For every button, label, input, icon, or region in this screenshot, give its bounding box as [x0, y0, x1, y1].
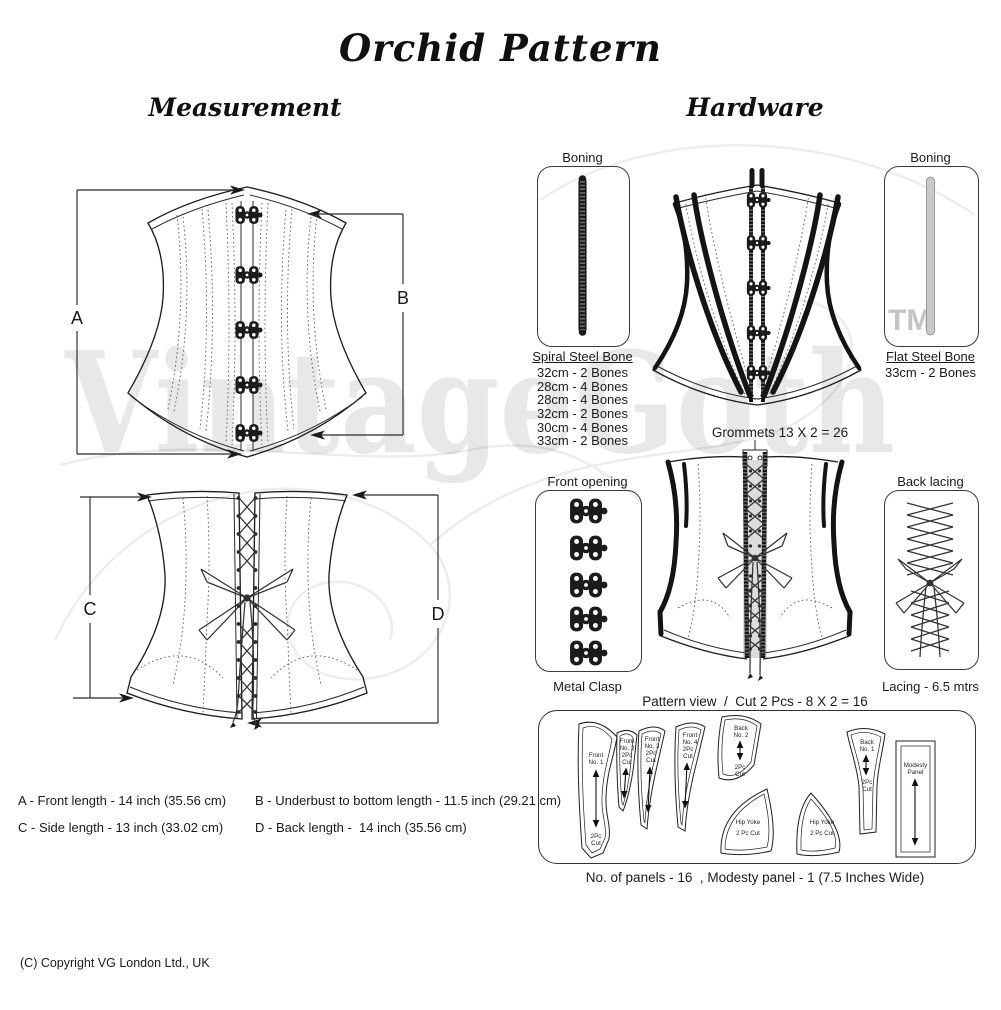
- corset-back-measurement-figure: C D: [73, 490, 445, 730]
- hardware-heading: Hardware: [686, 93, 824, 122]
- dim-label-c: C: [84, 599, 97, 619]
- spiral-bone-box: [537, 166, 630, 347]
- corset-front-hardware-figure: [652, 168, 862, 406]
- flat-size-row: 33cm - 2 Bones: [884, 365, 977, 380]
- piece-cut: Cut: [862, 786, 872, 793]
- piece-cut: 2Pc: [862, 779, 873, 786]
- dark-side-channels: [657, 459, 853, 637]
- piece-label: No. 2: [734, 732, 749, 739]
- piece-cut: 2Pc: [591, 833, 602, 840]
- legend-side-length: C - Side length - 13 inch (33.02 cm): [18, 820, 224, 835]
- piece-label: No. 1: [589, 759, 604, 766]
- piece-cut: 2Pc: [683, 746, 694, 753]
- piece-label: Panel: [908, 769, 924, 776]
- spiral-size-row: 28cm - 4 Bones: [536, 379, 629, 394]
- busk-clasps: [235, 206, 263, 442]
- watermark-text: VintageGoth: [64, 322, 895, 486]
- grommets-back-hardware: [748, 469, 762, 651]
- dim-label-b: B: [397, 288, 409, 308]
- lacing-bow-hardware: [717, 532, 793, 681]
- piece-label: Back: [860, 739, 875, 746]
- dimension-line-d: D: [247, 490, 445, 728]
- legend-front-length: A - Front length - 14 inch (35.56 cm): [18, 793, 227, 808]
- piece-cut: 2Pc: [646, 750, 657, 757]
- spiral-size-row: 33cm - 2 Bones: [536, 433, 629, 448]
- spiral-boning-box-label: Boning: [562, 150, 603, 165]
- lacing-bow-box: [895, 558, 965, 614]
- back-lacing-icon: [895, 502, 965, 658]
- flat-steel-bone-icon: [926, 176, 935, 336]
- pattern-view-heading: Pattern view / Cut 2 Pcs - 8 X 2 = 16: [642, 694, 868, 709]
- piece-label: No. 1: [860, 746, 875, 753]
- front-opening-box-label: Front opening: [547, 474, 628, 489]
- piece-label: Modesty: [904, 762, 928, 769]
- legend-underbust-length: B - Underbust to bottom length - 11.5 in…: [255, 793, 562, 808]
- piece-cut: Cut: [646, 757, 656, 764]
- lacing-length-caption: Lacing - 6.5 mtrs: [882, 679, 979, 694]
- metal-clasp-caption: Metal Clasp: [553, 679, 622, 694]
- page-title: Orchid Pattern: [339, 26, 662, 70]
- piece-cut: Cut: [683, 753, 693, 760]
- spiral-bone-name: Spiral Steel Bone: [532, 349, 633, 364]
- lacing-bow: [198, 568, 296, 730]
- piece-cut: 2Pc: [735, 764, 746, 771]
- corset-front-measurement-figure: A B: [71, 185, 409, 459]
- spiral-size-row: 32cm - 2 Bones: [536, 406, 629, 421]
- back-lacing-box-label: Back lacing: [897, 474, 964, 489]
- legend-back-length: D - Back length - 14 inch (35.56 cm): [255, 820, 467, 835]
- pattern-view-box: Front No. 1 2Pc Cut Front No. 2 2Pc Cut …: [538, 710, 976, 864]
- flat-bone-box: [884, 166, 979, 347]
- piece-label: Hip Yoke: [736, 819, 761, 826]
- piece-cut: Cut: [622, 759, 632, 766]
- piece-cut: 2Pc: [622, 752, 633, 759]
- dimension-line-b: B: [307, 209, 409, 440]
- piece-label: Front: [620, 738, 635, 745]
- spiral-size-row: 30cm - 4 Bones: [536, 420, 629, 435]
- dimension-line-c: C: [73, 492, 152, 703]
- front-opening-box: [535, 490, 642, 672]
- dim-label-d: D: [432, 604, 445, 624]
- piece-label: Front: [645, 736, 660, 743]
- spiral-size-row: 32cm - 2 Bones: [536, 365, 629, 380]
- piece-cut: Cut: [735, 771, 745, 778]
- piece-label: Front: [589, 752, 604, 759]
- back-lacing-box: [884, 490, 979, 670]
- flourish-swirls: [53, 144, 976, 681]
- piece-label: No. 4: [683, 739, 698, 746]
- piece-label: 2 Pc Cut: [810, 830, 834, 837]
- piece-label: 2 Pc Cut: [736, 830, 760, 837]
- metal-clasp-icons: [570, 498, 608, 666]
- spiral-size-row: 28cm - 4 Bones: [536, 392, 629, 407]
- pattern-footer: No. of panels - 16 , Modesty panel - 1 (…: [585, 870, 925, 885]
- corset-back-hardware-figure: [657, 440, 853, 681]
- piece-cut: Cut: [591, 840, 601, 847]
- watermark-tm: TM: [888, 304, 931, 337]
- piece-label: Back: [734, 725, 749, 732]
- spiral-steel-bone-icon: [578, 175, 587, 336]
- piece-label: Hip Yoke: [810, 819, 835, 826]
- dark-boning-channels: [652, 192, 862, 399]
- measurement-heading: Measurement: [148, 93, 342, 122]
- piece-label: No. 3: [645, 743, 660, 750]
- piece-label: Front: [683, 732, 698, 739]
- dim-label-a: A: [71, 308, 83, 328]
- copyright-notice: (C) Copyright VG London Ltd., UK: [20, 956, 210, 970]
- piece-label: No. 2: [620, 745, 635, 752]
- flat-bone-name: Flat Steel Bone: [886, 349, 975, 364]
- pattern-pieces-figure: Front No. 1 2Pc Cut Front No. 2 2Pc Cut …: [577, 715, 936, 859]
- flat-boning-box-label: Boning: [910, 150, 951, 165]
- grommets-count-label: Grommets 13 X 2 = 26: [711, 425, 849, 440]
